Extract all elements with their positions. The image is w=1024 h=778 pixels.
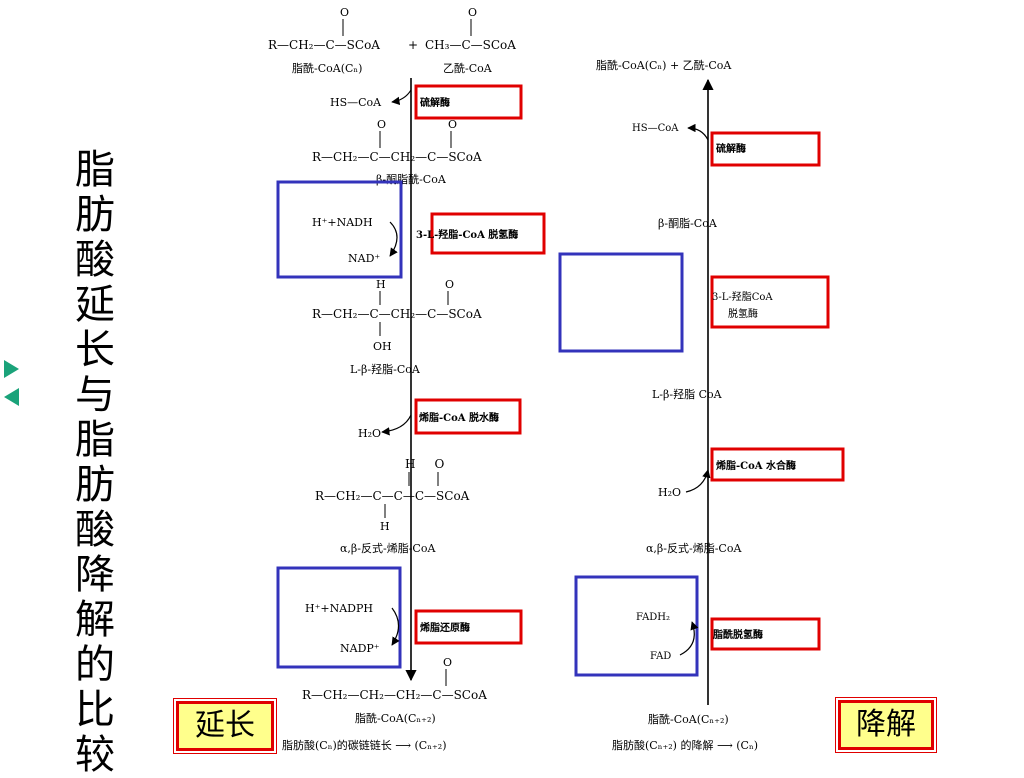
product-formula: R—CH₂—CH₂—CH₂—C—SCoA [302,688,487,702]
enzyme-box [710,617,821,651]
oxygen-atom: O [445,278,454,291]
hydrogen-atom: H [380,520,390,533]
title-char: 酸 [75,237,115,283]
hydroxyl-group: OH [373,340,392,353]
nadh-label: H⁺+NADH [312,216,373,229]
dehydrogenase-enzyme-line2: 脱氢酶 [728,307,758,320]
title-char: 肪 [75,192,115,238]
degradation-summary: 脂肪酸(Cₙ₊₂) 的降解 ⟶ (Cₙ) [612,738,758,752]
cofactor-box [276,566,402,669]
reactant-acetyl-coa: CH₃—C—SCoA [425,38,516,52]
nadph-label: H⁺+NADPH [305,602,373,615]
ketoacyl-coa-formula: R—CH₂—C—CH₂—C—SCoA [312,150,482,164]
dehydrogenase-enzyme: 3-L-羟脂-CoA 脱氢酶 [416,228,518,241]
enzyme-box [414,398,522,435]
enoyl-top-atoms: H O [405,457,445,471]
hydratase-enzyme: 烯脂-CoA 水合酶 [716,459,796,472]
dehydratase-enzyme: 烯脂-CoA 脱水酶 [419,411,499,424]
acyl-coa-name: 脂酰-CoA(Cₙ) [292,61,362,75]
hydroxyacyl-coa-name: L-β-羟脂 CoA [652,387,723,401]
title-char: 延 [75,282,115,328]
hydroxyacyl-coa-formula: R—CH₂—C—CH₂—C—SCoA [312,307,482,321]
enoyl-coa-name: α,β-反式-烯脂-CoA [646,541,742,555]
hydroxyacyl-coa-name: L-β-羟脂-CoA [350,362,421,376]
nad-label: NAD⁺ [348,252,380,265]
degradation-start-name: 脂酰-CoA(Cₙ₊₂) [648,712,729,726]
hs-coa-label: HS—CoA [632,123,679,134]
oxygen-atom: O [448,118,457,131]
hydrogen-atom: H [376,278,386,291]
enoyl-coa-name: α,β-反式-烯脂-CoA [340,541,436,555]
reductase-enzyme: 烯脂还原酶 [420,621,470,634]
degradation-badge: 降解 [835,697,937,753]
enzyme-box [414,84,523,120]
enzyme-box [710,131,821,167]
plus-sign: + [408,38,418,52]
fad-label: FAD [650,651,671,662]
enzyme-box [430,212,546,255]
enoyl-coa-formula: R—CH₂—C—C—C—SCoA [315,489,470,503]
oxygen-atom: O [443,656,452,669]
oxygen-atom: O [468,6,477,19]
ketoacyl-coa-name: β-酮脂-CoA [658,216,718,230]
acyl-dehydrogenase-enzyme: 脂酰脱氢酶 [712,628,763,641]
enzyme-box [710,275,830,329]
title-char: 比 [75,687,115,733]
cofactor-box [574,575,699,677]
title-char: 酸 [75,507,115,553]
enzyme-box [710,447,845,482]
reactant-acyl-coa: R—CH₂—C—SCoA [268,38,380,52]
next-slide-icon[interactable] [4,360,19,378]
dehydrogenase-enzyme: 3-L-羟脂CoA [712,290,773,303]
page-title: 脂肪酸延长与脂肪酸降解的比较 [70,148,120,778]
title-char: 脂 [75,417,115,463]
nadp-label: NADP⁺ [340,642,380,655]
enzyme-box [414,609,523,645]
thiolase-enzyme: 硫解酶 [420,96,450,109]
elongation-summary: 脂肪酸(Cₙ)的碳链链长 ⟶ (Cₙ₊₂) [282,738,447,752]
title-char: 解 [75,597,115,643]
product-name: 脂酰-CoA(Cₙ₊₂) [355,711,436,725]
hs-coa-label: HS—CoA [330,96,382,109]
title-char: 脂 [75,147,115,193]
degradation-products: 脂酰-CoA(Cₙ) + 乙酰-CoA [596,58,732,72]
ketoacyl-coa-name: β-酮脂酰-CoA [376,172,447,186]
title-char: 降 [75,552,115,598]
oxygen-atom: O [377,118,386,131]
elongation-badge: 延长 [173,698,277,754]
cofactor-box [276,180,403,279]
water-label: H₂O [358,427,381,440]
water-label: H₂O [658,486,681,499]
title-char: 长 [75,327,115,373]
title-char: 肪 [75,462,115,508]
cofactor-box [558,252,684,353]
thiolase-enzyme: 硫解酶 [716,142,746,155]
oxygen-atom: O [340,6,349,19]
fadh2-label: FADH₂ [636,612,670,623]
title-char: 与 [75,372,115,418]
prev-slide-icon[interactable] [4,388,19,406]
title-char: 的 [75,642,115,688]
acetyl-coa-name: 乙酰-CoA [443,61,493,75]
